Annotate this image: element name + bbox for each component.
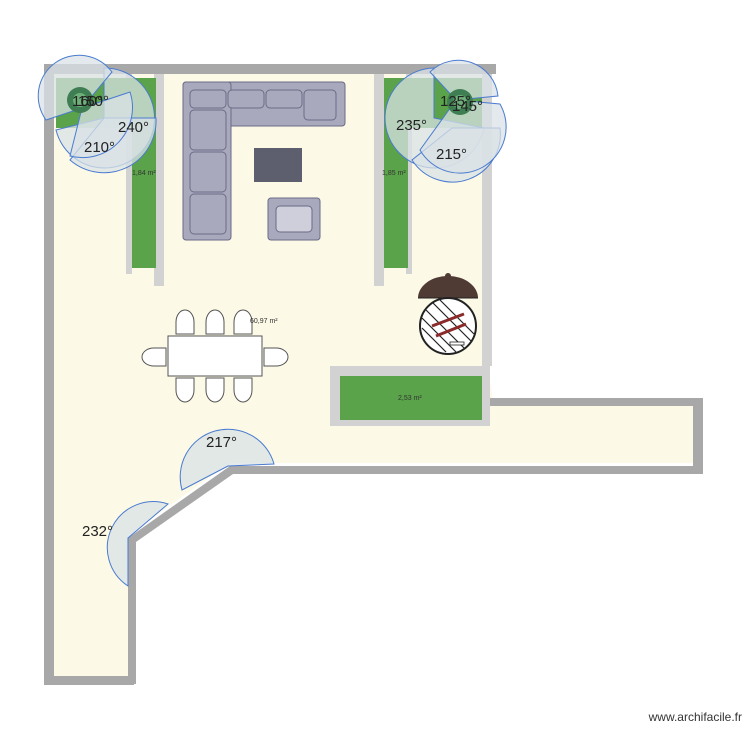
arc-mid	[179, 428, 275, 491]
sofa-cushion-2	[227, 89, 265, 109]
angle-label-tr-c: 235°	[396, 117, 427, 134]
arc-low	[106, 501, 169, 587]
area-label-bed-bottom: 2,53 m²	[398, 395, 422, 402]
sofa-cushion-6	[189, 151, 227, 193]
inner-wall-bed-left	[154, 74, 164, 286]
sofa-cushion-4	[303, 89, 337, 121]
walls	[44, 64, 703, 685]
angle-label-tr-b: 145°	[452, 98, 483, 115]
angle-label-tr-a: 125°	[440, 93, 471, 110]
bbq-grill	[419, 297, 477, 355]
planter-bottom	[340, 376, 482, 420]
chair-bottom-3	[233, 377, 253, 403]
dining-set	[141, 309, 289, 403]
angle-label-tr-d: 215°	[436, 146, 467, 163]
wall-right-top	[488, 398, 703, 406]
chair-bottom-2	[205, 377, 225, 403]
bbq-bar-3	[431, 301, 473, 343]
barbecue	[418, 273, 478, 355]
chair-bottom-1	[175, 377, 195, 403]
inner-wall-right	[482, 74, 492, 366]
shrubs	[67, 87, 473, 115]
coffee-table	[254, 148, 302, 182]
inner-wall-bed-left-side	[126, 74, 132, 274]
bbq-bar-5	[421, 327, 447, 353]
armchair-seat	[275, 205, 313, 233]
arc-tr-3	[419, 99, 507, 174]
chair-top-3	[233, 309, 253, 335]
arc-tl-4	[37, 54, 113, 121]
area-label-bed-right: 1,85 m²	[382, 170, 406, 177]
angle-arcs-top-right	[384, 59, 507, 183]
dining-table	[167, 335, 263, 377]
shrub-left-inner	[73, 93, 87, 107]
chair-top-2	[205, 309, 225, 335]
bbq-handle	[449, 341, 465, 346]
area-label-bed-left: 1,84 m²	[132, 170, 156, 177]
angle-label-low: 232°	[82, 523, 113, 540]
shrub-right-inner	[453, 95, 467, 109]
wall-right-short	[693, 398, 703, 471]
chair-right	[263, 347, 289, 367]
bbq-lid-handle	[445, 273, 451, 279]
armchair	[267, 197, 321, 241]
sofa-cushion-7	[189, 193, 227, 235]
area-label-main: 60,97 m²	[250, 318, 278, 325]
wall-diagonal	[128, 466, 703, 684]
sofa-cushion-5	[189, 109, 227, 151]
angle-label-tl-a: 160°	[72, 93, 103, 110]
chair-top-1	[175, 309, 195, 335]
inner-wall-bed-right	[374, 74, 384, 286]
wall-bottom-left	[44, 676, 134, 685]
angle-label-tl-d: 210°	[84, 139, 115, 156]
bbq-lid	[418, 276, 478, 298]
chair-left	[141, 347, 167, 367]
bbq-skewer-1	[431, 312, 465, 328]
site-watermark: www.archifacile.fr	[648, 710, 742, 724]
wall-top	[44, 64, 496, 74]
sofa-cushion-3	[265, 89, 303, 109]
sofa-cushion-1	[189, 89, 227, 109]
inner-wall-bed-right-side	[406, 74, 412, 274]
arc-tr-4	[429, 59, 499, 101]
sofa	[182, 81, 346, 241]
wall-left	[44, 64, 54, 684]
bbq-skewer-2	[435, 322, 467, 338]
angle-label-tl-c: 240°	[118, 119, 149, 136]
angle-label-mid: 217°	[206, 434, 237, 451]
angle-label-tl-b: 150°	[78, 93, 109, 110]
